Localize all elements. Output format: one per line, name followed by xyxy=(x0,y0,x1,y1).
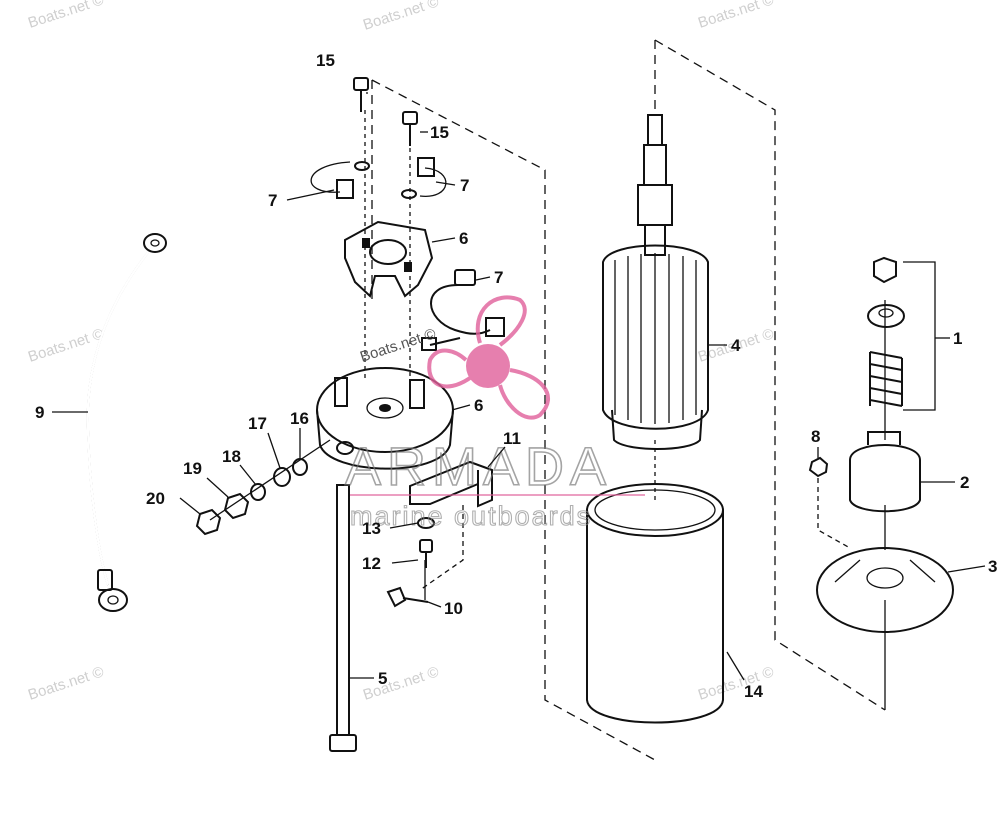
callout-16: 16 xyxy=(290,409,309,428)
callout-15-right: 15 xyxy=(430,123,449,142)
armada-logo-blade xyxy=(427,348,472,389)
watermark-site-text: Boats.net © xyxy=(26,0,106,32)
callout-10: 10 xyxy=(444,599,463,618)
armature-part xyxy=(602,114,709,450)
callout-12: 12 xyxy=(362,554,381,573)
callout-20: 20 xyxy=(146,489,165,508)
watermark-tagline: marine outboards xyxy=(350,501,592,531)
battery-cable-part xyxy=(86,233,167,612)
callout-7-left: 7 xyxy=(268,191,277,210)
callout-13: 13 xyxy=(362,519,381,538)
watermark-site-text: Boats.net © xyxy=(696,663,776,703)
callout-labels: 1 2 3 4 5 6 6 7 7 7 8 9 10 11 12 13 14 1… xyxy=(35,51,997,701)
armada-logo-hub xyxy=(466,344,510,388)
armada-logo-blade xyxy=(498,368,551,420)
callout-5: 5 xyxy=(378,669,387,688)
alignment-guides xyxy=(209,39,886,761)
callout-18: 18 xyxy=(222,447,241,466)
callout-6-upper: 6 xyxy=(459,229,468,248)
callout-9: 9 xyxy=(35,403,44,422)
callout-15-left: 15 xyxy=(316,51,335,70)
callout-4: 4 xyxy=(731,336,741,355)
fastener-parts xyxy=(386,517,435,608)
callout-7-lead: 7 xyxy=(494,268,503,287)
screw-parts xyxy=(353,77,418,199)
callout-2: 2 xyxy=(960,473,969,492)
drive-assembly-parts xyxy=(808,256,954,633)
callout-7-right: 7 xyxy=(460,176,469,195)
watermark-site-text: Boats.net © xyxy=(361,663,441,703)
armada-watermark: ARMADA marine outboards xyxy=(344,295,645,532)
armada-logo-blade xyxy=(475,295,527,347)
callout-6-lower: 6 xyxy=(474,396,483,415)
through-bolt-part xyxy=(329,484,357,752)
callout-11: 11 xyxy=(503,429,521,448)
callout-19: 19 xyxy=(183,459,202,478)
callout-1: 1 xyxy=(953,329,962,348)
watermark-site-text: Boats.net © xyxy=(26,663,106,703)
watermark-brand: ARMADA xyxy=(345,437,612,497)
brush-holder-part xyxy=(344,220,434,298)
watermark-site-text: Boats.net © xyxy=(696,0,776,32)
callout-3: 3 xyxy=(988,557,997,576)
brush-parts xyxy=(310,157,505,351)
callout-14: 14 xyxy=(744,682,763,701)
watermark-site-text: Boats.net © xyxy=(361,0,441,34)
watermark-site-text: Boats.net © xyxy=(358,325,438,365)
bracket-part xyxy=(409,460,493,508)
callout-8: 8 xyxy=(811,427,820,446)
field-frame-part xyxy=(586,483,724,724)
washer-nut-parts xyxy=(195,458,308,536)
leader-lines xyxy=(52,92,986,681)
callout-17: 17 xyxy=(248,414,267,433)
